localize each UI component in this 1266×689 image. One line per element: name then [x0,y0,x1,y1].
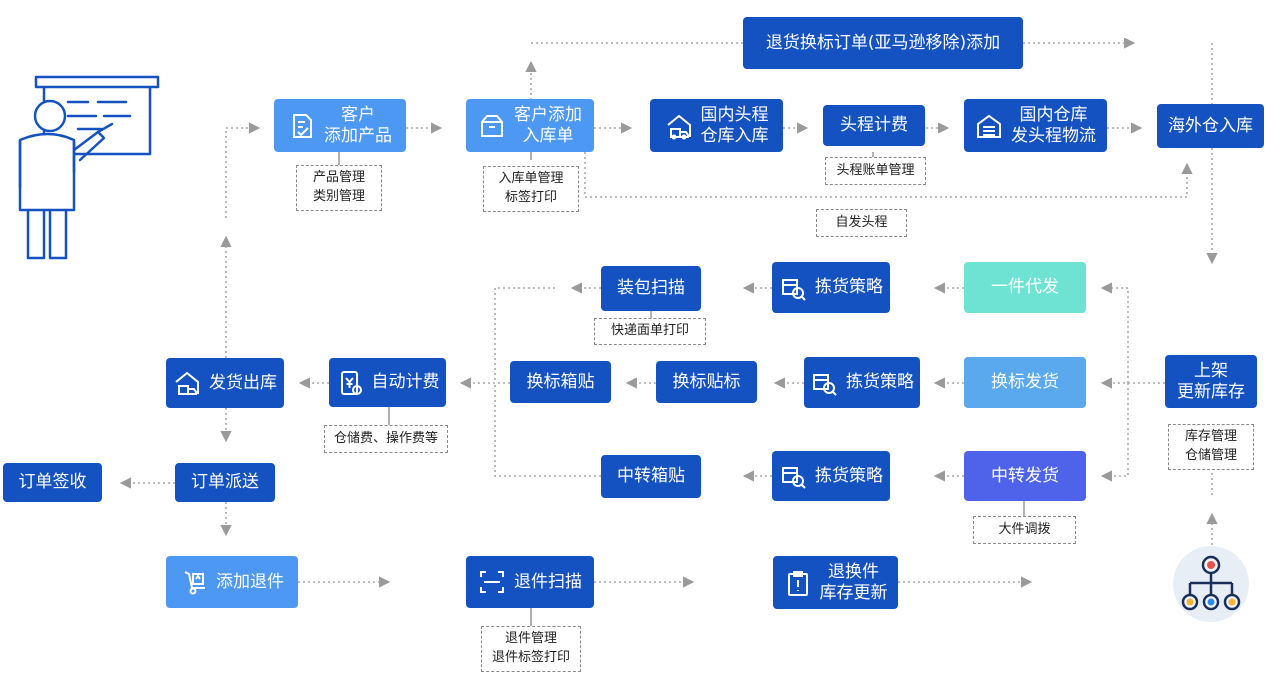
return-scan-label: 退件扫描 [514,571,582,592]
add-return-label: 添加退件 [216,571,284,592]
dropship-node[interactable]: 一件代发 [964,262,1086,313]
first-leg-bill-mgmt-note: 头程账单管理 [825,157,926,185]
order-signed-label: 订单签收 [18,472,87,493]
warehouse-icon [975,112,1003,140]
auto-billing-label: 自动计费 [371,372,440,393]
product-mgmt-note: 产品管理 类别管理 [296,165,382,211]
relabel-box-node[interactable]: 换标箱贴 [510,361,611,403]
express-label-print-note: 快递面单打印 [594,318,706,345]
customer-add-inbound-node[interactable]: 客户添加 入库单 [466,99,594,152]
self-first-leg-note: 自发头程 [816,209,907,237]
shelve-update-label: 上架 更新库存 [1177,361,1245,402]
picking-icon [779,462,807,490]
transfer-box-label: 中转箱贴 [617,466,685,487]
document-check-icon [288,112,316,140]
order-signed-node[interactable]: 订单签收 [3,463,102,502]
bulk-transfer-note: 大件调拨 [973,516,1076,544]
domestic-warehouse-ship-label: 国内仓库 发头程物流 [1011,105,1096,146]
customer-add-product-label: 客户 添加产品 [324,105,392,146]
inbound-mgmt-note: 入库单管理 标签打印 [483,166,579,212]
transfer-ship-node[interactable]: 中转发货 [964,451,1086,501]
return-relabel-order-node[interactable]: 退货换标订单(亚马逊移除)添加 [743,17,1023,69]
overseas-inbound-label: 海外仓入库 [1168,115,1253,136]
transfer-ship-label: 中转发货 [991,465,1059,486]
ship-out-label: 发货出库 [209,372,277,393]
relabel-sticker-node[interactable]: 换标贴标 [656,361,757,403]
picking-strategy-3-node[interactable]: 拣货策略 [772,451,890,501]
customer-add-product-node[interactable]: 客户 添加产品 [274,99,406,152]
domestic-first-leg-inbound-node[interactable]: 国内头程 仓库入库 [650,99,783,152]
transfer-box-node[interactable]: 中转箱贴 [601,455,701,498]
return-mgmt-note: 退件管理 退件标签打印 [481,626,581,672]
customer-add-inbound-label: 客户添加 入库单 [514,105,582,146]
relabel-sticker-label: 换标贴标 [672,371,741,392]
domestic-warehouse-ship-node[interactable]: 国内仓库 发头程物流 [964,99,1107,152]
domestic-first-leg-inbound-label: 国内头程 仓库入库 [700,105,769,146]
relabel-box-label: 换标箱贴 [526,371,595,392]
picking-strategy-1-label: 拣货策略 [815,277,883,298]
picking-strategy-2-label: 拣货策略 [846,372,914,393]
scan-icon [478,568,506,596]
billing-phone-icon [336,369,364,397]
shelve-update-node[interactable]: 上架 更新库存 [1165,355,1257,408]
return-stock-update-label: 退换件 库存更新 [819,562,888,603]
delivery-truck-icon [173,369,201,397]
dropship-label: 一件代发 [991,277,1059,298]
picking-strategy-1-node[interactable]: 拣货策略 [772,262,890,313]
return-relabel-order-label: 退货换标订单(亚马逊移除)添加 [765,32,1001,53]
relabel-ship-node[interactable]: 换标发货 [964,357,1086,408]
return-stock-update-node[interactable]: 退换件 库存更新 [773,556,898,609]
hand-truck-icon [180,568,208,596]
order-delivery-node[interactable]: 订单派送 [175,463,275,502]
pack-scan-node[interactable]: 装包扫描 [601,266,701,311]
box-icon [478,112,506,140]
pack-scan-label: 装包扫描 [617,278,685,299]
clipboard-icon [784,569,812,597]
picking-strategy-3-label: 拣货策略 [815,465,883,486]
inventory-mgmt-note: 库存管理 仓储管理 [1168,424,1254,470]
presenter-icon [8,72,160,262]
warehouse-truck-icon [665,112,693,140]
relabel-ship-label: 换标发货 [991,372,1059,393]
return-scan-node[interactable]: 退件扫描 [466,556,594,608]
overseas-inbound-node[interactable]: 海外仓入库 [1157,104,1264,148]
add-return-node[interactable]: 添加退件 [166,556,298,608]
order-delivery-label: 订单派送 [191,472,259,493]
storage-fees-note: 仓储费、操作费等 [324,425,448,453]
ship-out-node[interactable]: 发货出库 [166,358,284,408]
first-leg-billing-label: 头程计费 [840,115,908,136]
picking-strategy-2-node[interactable]: 拣货策略 [804,357,920,408]
first-leg-billing-node[interactable]: 头程计费 [823,105,925,146]
picking-icon [810,369,838,397]
picking-icon [779,274,807,302]
network-icon [1172,545,1250,623]
auto-billing-node[interactable]: 自动计费 [329,358,446,407]
